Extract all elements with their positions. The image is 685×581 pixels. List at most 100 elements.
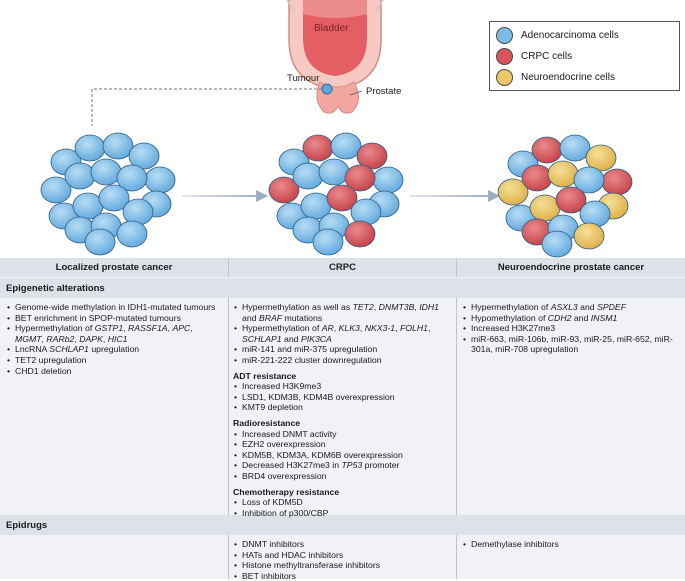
crpc-cell bbox=[268, 176, 300, 204]
neuroendocrine-swatch bbox=[496, 68, 513, 86]
progression-illustration bbox=[40, 0, 633, 258]
adenocarcinoma-cell bbox=[102, 132, 134, 160]
list-item: LncRNA SCHLAP1 upregulation bbox=[6, 344, 222, 355]
list-item: miR-141 and miR-375 upregulation bbox=[233, 344, 451, 355]
neuroendocrine-cell bbox=[573, 222, 605, 250]
adenocarcinoma-cell bbox=[90, 158, 122, 186]
adenocarcinoma-cell bbox=[573, 166, 605, 194]
crpc-cell bbox=[601, 168, 633, 196]
adenocarcinoma-cell bbox=[84, 228, 116, 256]
column-divider bbox=[228, 258, 229, 277]
adenocarcinoma-cell bbox=[559, 134, 591, 162]
crpc-tumour-cluster bbox=[268, 132, 404, 256]
neuroendocrine-cell bbox=[547, 160, 579, 188]
crpc-cell bbox=[356, 142, 388, 170]
crpc-subgroup-title: Radioresistance bbox=[233, 417, 301, 428]
list-item: LSD1, KDM3B, KDM4B overexpression bbox=[233, 392, 451, 403]
crpc-cell bbox=[344, 164, 376, 192]
adenocarcinoma-cell bbox=[40, 176, 72, 204]
adenocarcinoma-cell bbox=[122, 198, 154, 226]
column-divider bbox=[456, 298, 457, 515]
crpc-cell bbox=[521, 164, 553, 192]
crpc-epigenetic-list: Hypermethylation as well as TET2, DNMT3B… bbox=[233, 302, 451, 518]
nepc-tumour-cluster bbox=[497, 134, 633, 258]
adenocarcinoma-cell bbox=[372, 166, 404, 194]
list-item: BET inhibitors bbox=[233, 571, 451, 581]
adenocarcinoma-cell bbox=[292, 162, 324, 190]
list-item: HATs and HDAC inhibitors bbox=[233, 550, 451, 561]
column-header-crpc: CRPC bbox=[229, 258, 456, 277]
list-item: Hypermethylation of AR, KLK3, NKX3-1, FO… bbox=[233, 323, 451, 344]
crpc-swatch bbox=[496, 47, 513, 65]
adenocarcinoma-cell bbox=[116, 220, 148, 248]
adenocarcinoma-cell bbox=[541, 230, 573, 258]
adenocarcinoma-cell bbox=[116, 164, 148, 192]
adenocarcinoma-cell bbox=[579, 200, 611, 228]
adenocarcinoma-cell bbox=[64, 162, 96, 190]
bladder-label: Bladder bbox=[314, 23, 349, 34]
legend-item-neuroendocrine: Neuroendocrine cells bbox=[496, 67, 615, 87]
epigenetics-table: Localized prostate cancer CRPC Neuroendo… bbox=[0, 258, 685, 581]
adenocarcinoma-cell bbox=[144, 166, 176, 194]
tumour-leader-line bbox=[91, 88, 322, 126]
crpc-subgroup-title: Chemotherapy resistance bbox=[233, 486, 340, 497]
section-epidrugs: Epidrugs bbox=[0, 515, 685, 535]
legend-item-crpc: CRPC cells bbox=[496, 46, 572, 66]
column-header-localized: Localized prostate cancer bbox=[0, 258, 228, 277]
list-item: KDM5B, KDM3A, KDM6B overexpression bbox=[233, 450, 451, 461]
neuroendocrine-cell bbox=[497, 178, 529, 206]
adenocarcinoma-cell bbox=[312, 228, 344, 256]
localized-epigenetic-list: Genome-wide methylation in IDH1-mutated … bbox=[6, 302, 222, 376]
crpc-cell bbox=[302, 134, 334, 162]
crpc-subgroup-list: Loss of KDM5DInhibition of p300/CBP bbox=[233, 497, 451, 518]
list-item: Increased H3K27me3 bbox=[462, 323, 682, 334]
list-item: Histone methyltransferase inhibitors bbox=[233, 560, 451, 571]
list-item: Hypermethylation as well as TET2, DNMT3B… bbox=[233, 302, 451, 323]
list-item: Decreased H3K27me3 in TP53 promoter bbox=[233, 460, 451, 471]
nepc-epigenetic-list: Hypermethylation of ASXL3 and SPDEFHypom… bbox=[462, 302, 682, 355]
crpc-cell bbox=[555, 186, 587, 214]
adenocarcinoma-cell bbox=[98, 184, 130, 212]
prostate-leader-line bbox=[349, 90, 363, 96]
adenocarcinoma-cell bbox=[318, 158, 350, 186]
adenocarcinoma-cell bbox=[330, 132, 362, 160]
adenocarcinoma-cell bbox=[350, 198, 382, 226]
list-item: Hypermethylation of GSTP1, RASSF1A, APC,… bbox=[6, 323, 222, 344]
crpc-epidrugs-list: DNMT inhibitorsHATs and HDAC inhibitorsH… bbox=[233, 539, 451, 581]
crpc-subgroup-list: Increased DNMT activityEZH2 overexpressi… bbox=[233, 429, 451, 482]
legend-item-adenocarcinoma: Adenocarcinoma cells bbox=[496, 25, 619, 45]
neuroendocrine-cell bbox=[585, 144, 617, 172]
column-divider bbox=[456, 535, 457, 579]
crpc-cell bbox=[326, 184, 358, 212]
legend-label: Adenocarcinoma cells bbox=[521, 29, 619, 41]
list-item: Hypomethylation of CDH2 and INSM1 bbox=[462, 313, 682, 324]
list-item: Hypermethylation of ASXL3 and SPDEF bbox=[462, 302, 682, 313]
list-item: Increased H3K9me3 bbox=[233, 381, 451, 392]
prostate-label: Prostate bbox=[366, 86, 402, 97]
crpc-subgroup-title: ADT resistance bbox=[233, 370, 297, 381]
list-item: BRD4 overexpression bbox=[233, 471, 451, 482]
crpc-cell bbox=[344, 220, 376, 248]
list-item: TET2 upregulation bbox=[6, 355, 222, 366]
list-item: BET enrichment in SPOP-mutated tumours bbox=[6, 313, 222, 324]
list-item: EZH2 overexpression bbox=[233, 439, 451, 450]
list-item: Genome-wide methylation in IDH1-mutated … bbox=[6, 302, 222, 313]
list-item: DNMT inhibitors bbox=[233, 539, 451, 550]
list-item: KMT9 depletion bbox=[233, 402, 451, 413]
tumour-label: Tumour bbox=[287, 73, 320, 84]
list-item: CHD1 deletion bbox=[6, 366, 222, 377]
list-item: Inhibition of p300/CBP bbox=[233, 508, 451, 519]
column-divider bbox=[228, 535, 229, 579]
section-epigenetic-alterations: Epigenetic alterations bbox=[0, 278, 685, 298]
cell-type-legend: Adenocarcinoma cells CRPC cells Neuroend… bbox=[489, 21, 680, 91]
crpc-subgroup-list: Increased H3K9me3LSD1, KDM3B, KDM4B over… bbox=[233, 381, 451, 413]
adenocarcinoma-cell bbox=[128, 142, 160, 170]
adenocarcinoma-swatch bbox=[496, 26, 513, 44]
legend-label: CRPC cells bbox=[521, 50, 573, 62]
localized-tumour-cluster bbox=[40, 132, 176, 256]
column-divider bbox=[456, 258, 457, 277]
bladder-anatomy bbox=[286, 0, 384, 114]
list-item: miR-221-222 cluster downregulation bbox=[233, 355, 451, 366]
adenocarcinoma-cell bbox=[74, 134, 106, 162]
list-item: Loss of KDM5D bbox=[233, 497, 451, 508]
